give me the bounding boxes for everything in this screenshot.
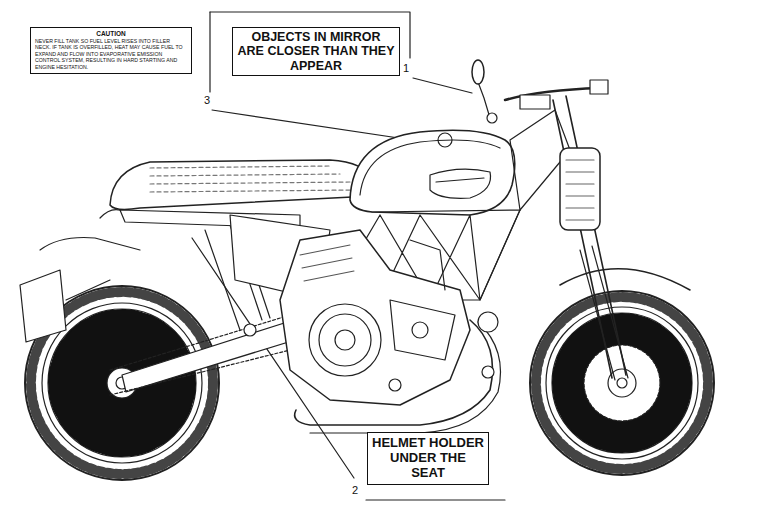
label-box: OBJECTS IN MIRROR ARE CLOSER THAN THEY A… (232, 27, 400, 76)
label-text: HELMET HOLDER UNDER THE SEAT (372, 436, 484, 481)
label-box: CAUTIONNEVER FILL TANK SO FUEL LEVEL RIS… (30, 27, 192, 74)
label-heading: CAUTION (35, 30, 187, 38)
label-text: OBJECTS IN MIRROR ARE CLOSER THAN THEY A… (237, 30, 395, 73)
callout-number: 1 (402, 62, 410, 75)
label-box: HELMET HOLDER UNDER THE SEAT (367, 432, 489, 485)
callout-number: 2 (351, 484, 359, 497)
label-text: NEVER FILL TANK SO FUEL LEVEL RISES INTO… (35, 38, 187, 71)
callout-number: 3 (203, 94, 211, 107)
